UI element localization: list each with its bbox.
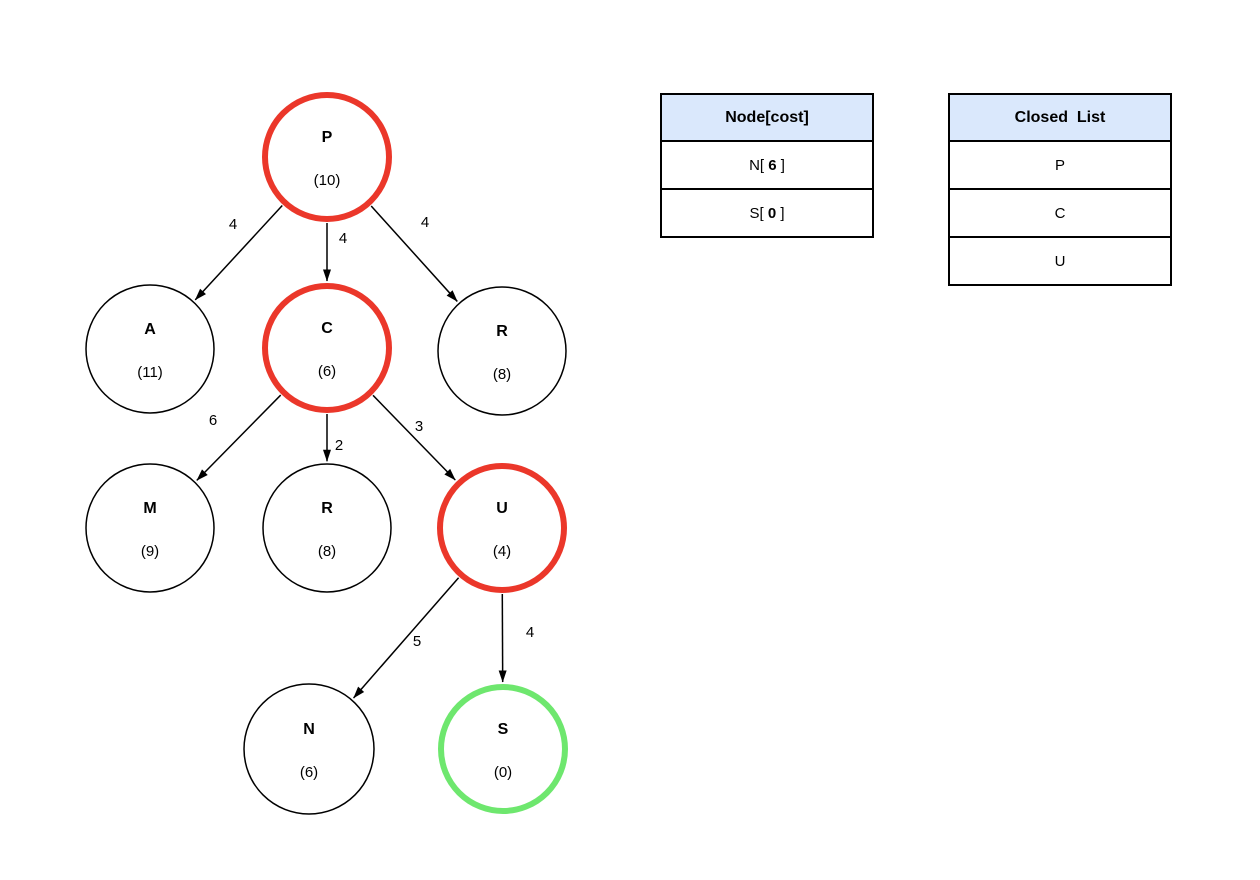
- edge-weight-P-A: 4: [229, 216, 237, 233]
- node-R1-cost: (8): [493, 366, 511, 383]
- node-U: U (4): [437, 463, 567, 593]
- edge-C-U: [372, 394, 456, 481]
- open-list-table: Node[cost]N[ 6 ]S[ 0 ]: [660, 93, 874, 238]
- node-P-cost: (10): [314, 172, 341, 189]
- node-N-cost: (6): [300, 764, 318, 781]
- node-S: S (0): [438, 684, 568, 814]
- node-R2-cost: (8): [318, 543, 336, 560]
- node-P-label: P: [322, 129, 333, 146]
- search-tree-svg: 4 4 4 6 2 3 5 4 P (10) A (11) C (6) R (8) M (9) R (8) U (4) N (…: [85, 92, 568, 815]
- open-list-header: Node[cost]: [662, 95, 872, 142]
- edge-weight-U-N: 5: [413, 633, 421, 650]
- node-M: M (9): [85, 463, 215, 593]
- open-list-row-N: N[ 6 ]: [662, 142, 872, 190]
- node-A-circle: [85, 284, 215, 414]
- edge-P-R1: [370, 205, 458, 302]
- edge-P-A: [194, 205, 283, 301]
- node-N: N (6): [243, 683, 375, 815]
- open-list-cost-S: 0: [767, 204, 777, 222]
- node-N-circle: [243, 683, 375, 815]
- closed-list-row-U: U: [950, 238, 1170, 284]
- closed-list-row-P: P: [950, 142, 1170, 190]
- node-R2-label: R: [321, 500, 333, 517]
- closed-list-header: Closed List: [950, 95, 1170, 142]
- node-U-cost: (4): [493, 543, 511, 560]
- node-M-cost: (9): [141, 543, 159, 560]
- node-P-circle: [262, 92, 392, 222]
- node-S-cost: (0): [494, 764, 512, 781]
- node-U-circle: [437, 463, 567, 593]
- node-A: A (11): [85, 284, 215, 414]
- open-list-row-S: S[ 0 ]: [662, 190, 872, 236]
- node-C-circle: [262, 283, 392, 413]
- closed-list-row-C: C: [950, 190, 1170, 238]
- edge-weight-P-R1: 4: [421, 214, 429, 231]
- edge-weight-P-C: 4: [339, 230, 347, 247]
- edge-weight-U-S: 4: [526, 624, 534, 641]
- edge-weight-C-U: 3: [415, 418, 423, 435]
- open-list-cost-N: 6: [768, 156, 777, 174]
- node-C-cost: (6): [318, 363, 336, 380]
- node-A-label: A: [144, 321, 156, 338]
- node-R1: R (8): [437, 286, 567, 416]
- node-R1-circle: [437, 286, 567, 416]
- node-M-circle: [85, 463, 215, 593]
- node-R2: R (8): [262, 463, 392, 593]
- node-C-label: C: [321, 320, 333, 337]
- edge-U-N: [352, 577, 460, 699]
- node-M-label: M: [143, 500, 156, 517]
- node-S-label: S: [498, 721, 509, 738]
- node-P: P (10): [262, 92, 392, 222]
- edge-weight-C-R2: 2: [335, 437, 343, 454]
- node-N-label: N: [303, 721, 315, 738]
- node-R1-label: R: [496, 323, 508, 340]
- node-S-circle: [438, 684, 568, 814]
- node-R2-circle: [262, 463, 392, 593]
- edge-weight-C-M: 6: [209, 412, 217, 429]
- node-A-cost: (11): [137, 364, 163, 381]
- node-C: C (6): [262, 283, 392, 413]
- node-U-label: U: [496, 500, 508, 517]
- edge-C-M: [196, 394, 282, 481]
